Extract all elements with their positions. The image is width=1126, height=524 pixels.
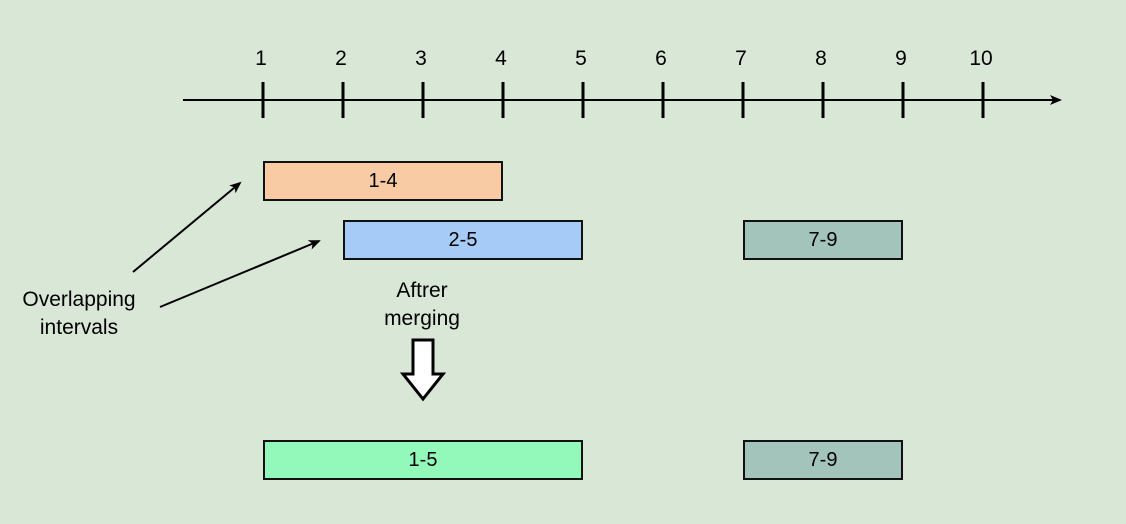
timeline-tick-label: 2 — [335, 47, 347, 70]
timeline-tick-label: 6 — [655, 47, 667, 70]
timeline-tick-label: 3 — [415, 47, 427, 70]
timeline-tick-label: 1 — [255, 47, 267, 70]
timeline-ticks — [261, 82, 985, 118]
after-merging-note: Aftrer merging — [372, 277, 472, 333]
overlap-pointer-arrow-1 — [132, 181, 242, 273]
interval-bar-7-9: 7-9 — [743, 220, 903, 260]
interval-bar-1-5: 1-5 — [263, 440, 583, 480]
timeline-tick-label: 10 — [969, 47, 993, 70]
timeline-tick-label: 7 — [735, 47, 747, 70]
overlapping-intervals-note: Overlapping intervals — [14, 286, 144, 342]
overlap-note-line2: intervals — [39, 316, 119, 339]
timeline-tick-label: 9 — [895, 47, 907, 70]
down-arrow-icon — [399, 338, 447, 402]
merge-note-line1: Aftrer — [396, 279, 448, 302]
interval-bar-1-4: 1-4 — [263, 161, 503, 201]
overlap-pointer-arrow-2 — [159, 240, 321, 308]
interval-bar-2-5: 2-5 — [343, 220, 583, 260]
timeline-tick-label: 5 — [575, 47, 587, 70]
merge-note-line2: merging — [384, 307, 460, 330]
timeline-tick-label: 4 — [495, 47, 507, 70]
interval-bar-7-9: 7-9 — [743, 440, 903, 480]
timeline-tick-label: 8 — [815, 47, 827, 70]
overlap-note-line1: Overlapping — [22, 288, 136, 311]
